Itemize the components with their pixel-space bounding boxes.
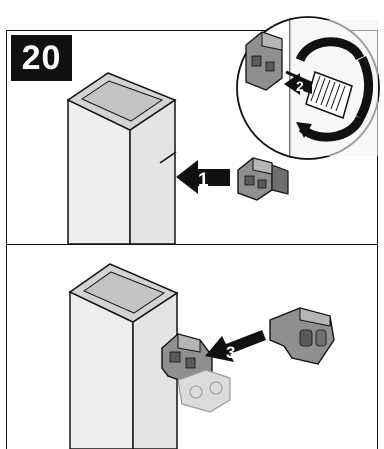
hinge-bracket-detail-icon	[246, 32, 282, 90]
cabinet-bottom-scene: 3	[70, 264, 334, 449]
removed-hinge-bracket-icon	[270, 308, 334, 364]
remove-arrow-icon: 3	[205, 330, 266, 362]
marker-remove: 3	[226, 343, 235, 362]
screw-detail-callout: 2	[237, 17, 379, 159]
marker-screw: 2	[296, 78, 304, 94]
insert-arrow-icon: 1	[176, 160, 230, 194]
marker-insert: 1	[198, 170, 209, 191]
hinge-bracket-icon	[238, 158, 288, 200]
